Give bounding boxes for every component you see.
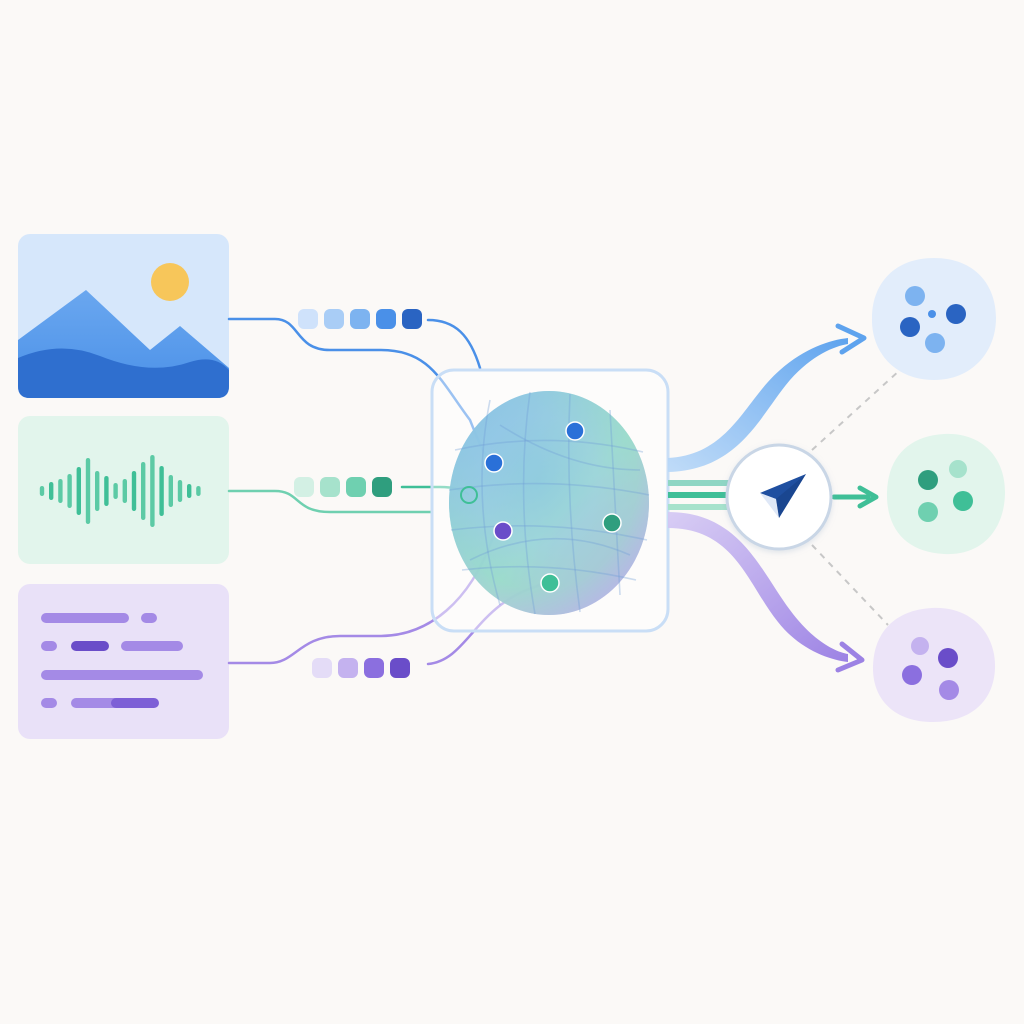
text-output-arrowhead: [835, 641, 865, 673]
waveform-bar: [196, 486, 201, 496]
token: [350, 309, 370, 329]
waveform-bar: [177, 480, 183, 502]
audio-output-band: [668, 480, 730, 486]
fusion-module: [430, 368, 670, 633]
output-dot: [946, 304, 966, 324]
dashed-link-bottom: [811, 544, 889, 626]
waveform-bar: [49, 482, 54, 500]
audio-output-band: [668, 492, 730, 498]
audio-output-band: [668, 504, 730, 510]
token: [390, 658, 410, 678]
embedding-node-hollow: [460, 486, 478, 504]
waveform-bar: [95, 471, 100, 511]
token: [346, 477, 366, 497]
waveform-bar: [76, 467, 81, 515]
waveform-bar: [159, 466, 164, 516]
waveform-bar: [131, 471, 137, 511]
output-dot: [939, 680, 959, 700]
output-dot: [928, 310, 936, 318]
text-output-ribbon: [668, 512, 848, 662]
output-dot: [953, 491, 973, 511]
waveform-bar: [122, 479, 127, 503]
image-output-cluster: [871, 258, 996, 380]
embedding-node: [484, 453, 504, 473]
embedding-node: [602, 513, 622, 533]
sphere-grid: [448, 391, 650, 615]
audio-input-card: [18, 416, 229, 564]
embedding-node: [540, 573, 560, 593]
audio-waveform-icon: [39, 455, 201, 527]
output-dot: [918, 502, 938, 522]
output-dot: [949, 460, 967, 478]
image-token-tail: [426, 318, 482, 370]
dashed-link-top: [811, 369, 901, 451]
token: [312, 658, 332, 678]
audio-connector: [227, 489, 434, 514]
token: [376, 309, 396, 329]
image-input-card: [18, 234, 229, 398]
navigation-arrow-icon: [760, 474, 806, 518]
output-dot: [938, 648, 958, 668]
waveform-bar: [187, 484, 192, 498]
token: [402, 309, 422, 329]
embedding-sphere: [448, 391, 650, 615]
token: [338, 658, 358, 678]
waveform-bar: [67, 474, 72, 508]
token: [372, 477, 392, 497]
image-token-row: [298, 309, 422, 329]
embedding-node: [493, 521, 513, 541]
text-lines-icon: [41, 613, 203, 708]
waveform-bar: [168, 475, 173, 507]
text-input-card: [18, 584, 229, 739]
text-token-row: [312, 658, 410, 678]
embedding-node: [565, 421, 585, 441]
output-dot: [911, 637, 929, 655]
waveform-bar: [113, 483, 118, 499]
waveform-bar: [58, 479, 63, 503]
landscape-image-icon: [18, 263, 229, 398]
audio-output-cluster: [886, 433, 1006, 555]
token: [324, 309, 344, 329]
text-output-cluster: [872, 607, 996, 722]
output-dot: [918, 470, 938, 490]
output-dot: [905, 286, 925, 306]
waveform-bar: [39, 486, 45, 496]
audio-token-row: [294, 477, 392, 497]
waveform-bar: [150, 455, 155, 527]
image-output-arrowhead: [835, 323, 867, 355]
output-dot: [902, 665, 922, 685]
image-output-ribbon: [668, 338, 848, 472]
waveform-bar: [85, 458, 91, 524]
waveform-bar: [141, 462, 146, 520]
router-node: [725, 443, 833, 551]
token: [364, 658, 384, 678]
waveform-bar: [104, 476, 109, 506]
token: [294, 477, 314, 497]
output-dot: [925, 333, 945, 353]
output-flows: [668, 323, 901, 673]
audio-output-arrowhead: [857, 485, 879, 509]
output-dot: [900, 317, 920, 337]
token: [320, 477, 340, 497]
token: [298, 309, 318, 329]
